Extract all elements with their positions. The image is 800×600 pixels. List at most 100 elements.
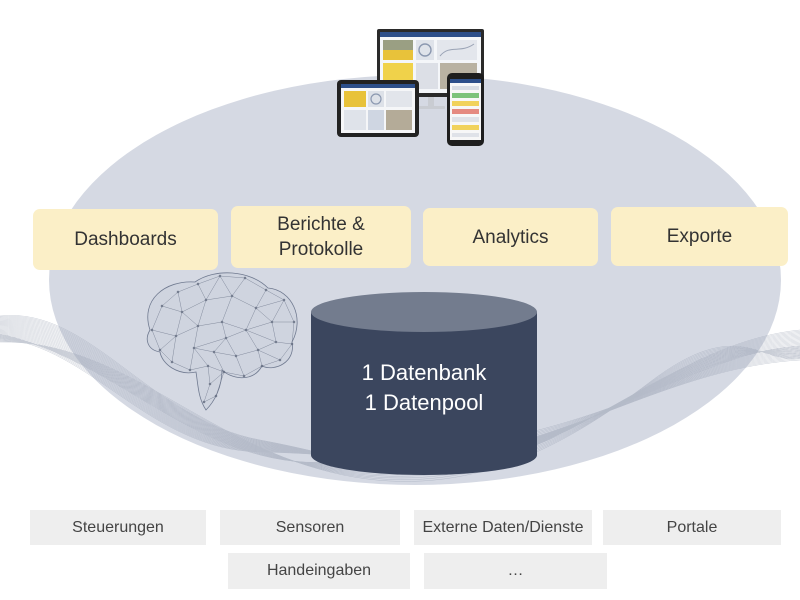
brain-mesh-edge: [255, 307, 273, 323]
brain-mesh-node: [212, 350, 216, 354]
brain-mesh-edge: [171, 335, 177, 363]
brain-mesh-edge: [151, 329, 161, 351]
brain-mesh-edge: [255, 289, 267, 309]
brain-mesh-edge: [159, 349, 173, 363]
platform-ellipse: [49, 75, 781, 485]
wave-line: [0, 341, 800, 482]
brain-mesh-node: [218, 274, 222, 278]
brain-mesh-edge: [205, 295, 233, 301]
brain-mesh-node: [196, 324, 200, 328]
brain-mesh-node: [264, 288, 268, 292]
brain-mesh-edge: [235, 355, 245, 377]
brain-mesh-edge: [197, 283, 207, 301]
brain-mesh-node: [270, 320, 274, 324]
brain-mesh-node: [220, 320, 224, 324]
brain-mesh-edge: [221, 321, 247, 331]
brain-mesh-edge: [193, 325, 199, 349]
brain-mesh-edge: [159, 335, 177, 351]
brain-mesh-edge: [213, 351, 225, 373]
brain-mesh-node: [170, 360, 174, 364]
brain-mesh-edge: [255, 299, 285, 309]
output-box-label: Analytics: [472, 226, 549, 248]
brain-mesh-edge: [243, 365, 263, 377]
brain-mesh-edge: [291, 321, 295, 345]
source-box-controllers: Steuerungen: [30, 510, 206, 545]
wave-line: [0, 341, 800, 480]
brain-mesh-node: [244, 328, 248, 332]
brain-mesh-edge: [197, 321, 223, 327]
brain-mesh-edge: [225, 337, 237, 357]
output-box-reports: Berichte & Protokolle: [231, 206, 411, 268]
database-line-1: 1 Datenbank: [361, 360, 487, 385]
brain-mesh-node: [278, 358, 282, 362]
brain-mesh-node: [230, 294, 234, 298]
brain-mesh-edge: [215, 371, 225, 397]
output-box-dashboards: Dashboards: [33, 209, 218, 270]
source-box-label: Externe Daten/Dienste: [422, 518, 584, 536]
brain-mesh-edge: [171, 361, 191, 371]
source-box-manual-input: Handeingaben: [228, 553, 410, 589]
brain-mesh-edge: [189, 347, 195, 371]
brain-mesh-edge: [205, 275, 221, 301]
brain-mesh-edge: [177, 283, 199, 293]
brain-mesh-node: [196, 282, 200, 286]
brain-mesh-edge: [257, 349, 263, 367]
brain-mesh-node: [160, 304, 164, 308]
brain-mesh-edge: [235, 349, 259, 357]
brain-mesh-edge: [231, 295, 257, 309]
brain-mesh-node: [234, 354, 238, 358]
brain-mesh-edge: [271, 299, 285, 323]
brain-mesh-edge: [213, 351, 237, 357]
brain-mesh-edge: [151, 329, 177, 337]
brain-mesh-edge: [161, 305, 183, 313]
brain-mesh-edge: [175, 325, 199, 337]
brain-mesh-edge: [245, 329, 277, 343]
brain-mesh-node: [188, 368, 192, 372]
brain-mesh-edge: [221, 321, 227, 339]
brain-mesh-edge: [223, 371, 245, 377]
database-label: 1 Datenbank 1 Datenpool: [312, 358, 536, 418]
brain-mesh-edge: [225, 329, 247, 339]
brain-mesh-node: [260, 364, 264, 368]
brain-mesh-node: [158, 348, 162, 352]
brain-mesh-node: [180, 310, 184, 314]
brain-mesh-edge: [257, 341, 277, 351]
brain-mesh-node: [202, 400, 206, 404]
brain-mesh-edge: [175, 311, 183, 337]
brain-icon: [146, 272, 298, 411]
brain-mesh-edge: [279, 343, 293, 361]
brain-mesh-node: [254, 306, 258, 310]
source-box-label: …: [507, 562, 524, 579]
brain-mesh-edge: [181, 311, 199, 327]
source-box-label: Sensoren: [275, 518, 345, 536]
brain-mesh-node: [256, 348, 260, 352]
brain-mesh-node: [243, 276, 247, 280]
brain-mesh-edge: [257, 349, 281, 361]
brain-mesh-edge: [221, 295, 233, 323]
brain-mesh-edge: [189, 365, 209, 371]
brain-mesh-node: [242, 374, 246, 378]
brain-mesh-edge: [261, 359, 281, 367]
brain-mesh-node: [204, 298, 208, 302]
brain-mesh-edge: [265, 289, 285, 301]
brain-mesh-node: [274, 340, 278, 344]
brain-mesh-edge: [219, 275, 246, 279]
brain-mesh-node: [150, 328, 154, 332]
brain-mesh-node: [224, 336, 228, 340]
brain-mesh-node: [222, 370, 226, 374]
database-cylinder-icon: [311, 292, 537, 475]
brain-mesh-edge: [245, 307, 257, 331]
devices-icon: [337, 29, 484, 146]
brain-mesh-edge: [209, 371, 225, 385]
brain-mesh-node: [174, 334, 178, 338]
brain-mesh-node: [192, 346, 196, 350]
source-box-label: Portale: [666, 518, 718, 536]
source-box-more: …: [424, 553, 607, 589]
database-line-2: 1 Datenpool: [364, 390, 484, 415]
brain-mesh-edge: [203, 383, 211, 403]
brain-mesh-edge: [193, 347, 209, 367]
brain-mesh-edge: [197, 299, 207, 327]
brain-mesh-edge: [283, 299, 295, 323]
